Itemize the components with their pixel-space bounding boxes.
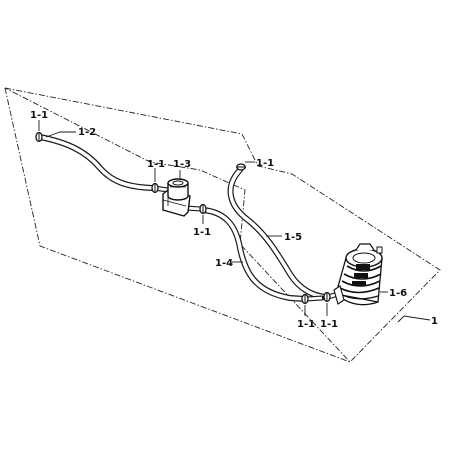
callout-1: 1 [431,316,438,327]
leader-lines [38,120,431,323]
assembly-boundary [4,87,441,363]
assembly-boundary-left-edge [4,87,351,363]
canister-1-6 [333,243,383,306]
fuel-filter-1-3 [162,178,191,217]
hose-1-4 [200,207,308,302]
callout-1-3: 1-3 [173,159,191,170]
callout-1-1-below-filter: 1-1 [193,227,211,238]
hose-clamp-below-filter [199,203,207,215]
callout-1-1-top-left: 1-1 [30,110,48,121]
hose-clamp-right-top [236,163,246,171]
hose-clamp-top-left [35,131,43,143]
hose-clamp-bottom-b [323,291,331,303]
callout-1-5: 1-5 [284,232,302,243]
callout-1-1-bottom-b: 1-1 [320,319,338,330]
callout-1-2: 1-2 [78,127,96,138]
callout-labels: 1-1 1-2 1-1 1-3 1-1 1-1 1-5 1-4 1-6 1-1 … [30,110,438,330]
callout-1-6: 1-6 [389,288,407,299]
callout-1-1-upper-mid: 1-1 [147,159,165,170]
hose-clamp-upper-mid [151,182,159,194]
hose-1-2 [37,134,155,191]
callout-1-4: 1-4 [215,258,233,269]
hose-1-5 [227,167,329,300]
callout-1-1-bottom-a: 1-1 [297,319,315,330]
hose-clamp-bottom-a [301,293,309,305]
callout-1-1-right-top: 1-1 [256,158,274,169]
